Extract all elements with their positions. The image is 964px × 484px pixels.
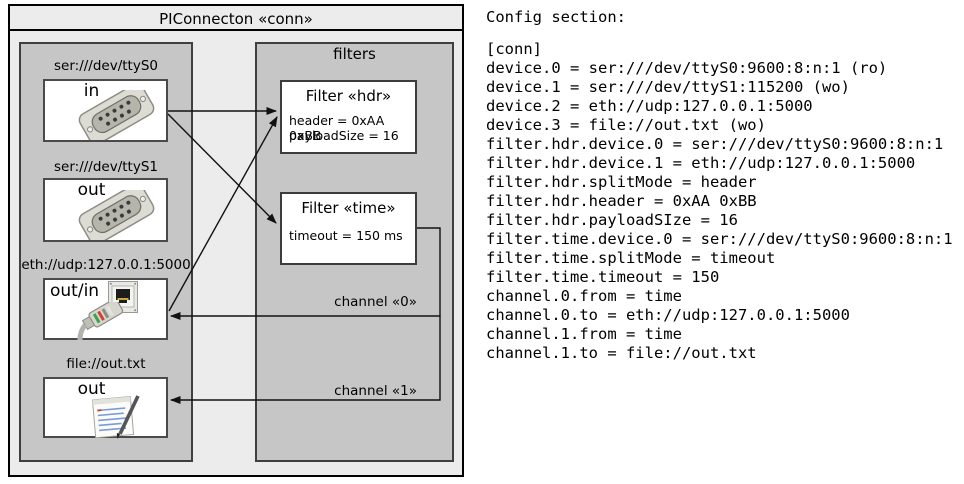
- serial-connector-icon: [78, 190, 155, 240]
- config-line: device.3 = file://out.txt (wo): [486, 116, 766, 134]
- config-line: filter.hdr.device.1 = eth://udp:127.0.0.…: [486, 154, 916, 172]
- port-label: in: [83, 81, 100, 101]
- config-line: filter.hdr.device.0 = ser:///dev/ttyS0:9…: [486, 135, 944, 153]
- port-label: out/in: [50, 281, 100, 301]
- channel-0-label: channel «0»: [334, 294, 417, 310]
- config-line: channel.0.from = time: [486, 287, 682, 305]
- config-line: [conn]: [486, 40, 542, 58]
- config-line: channel.1.from = time: [486, 325, 682, 343]
- serial-connector-icon: [78, 90, 155, 140]
- filter-time-title: Filter «time»: [301, 199, 396, 217]
- config-lines: [conn]device.0 = ser:///dev/ttyS0:9600:8…: [486, 40, 953, 363]
- config-line: device.2 = eth://udp:127.0.0.1:5000: [486, 97, 813, 115]
- device-card-ttys1: out: [43, 178, 168, 242]
- device-label-ttys0: ser:///dev/ttyS0: [54, 58, 158, 74]
- filter-box-hdr: Filter «hdr» header = 0xAA 0xBB payloadS…: [280, 80, 417, 154]
- config-heading: Config section:: [486, 8, 626, 26]
- config-line: channel.1.to = file://out.txt: [486, 344, 757, 362]
- config-line: device.1 = ser:///dev/ttyS1:115200 (wo): [486, 78, 850, 96]
- filters-panel-label: filters: [333, 45, 376, 63]
- device-label-file: file://out.txt: [66, 356, 146, 372]
- port-label: out: [77, 180, 106, 200]
- device-label-eth: eth://udp:127.0.0.1:5000: [21, 257, 191, 273]
- filter-box-time: Filter «time» timeout = 150 ms: [280, 192, 417, 265]
- config-line: filter.hdr.splitMode = header: [486, 173, 757, 191]
- filter-time-param-timeout: timeout = 150 ms: [289, 228, 403, 243]
- config-line: channel.0.to = eth://udp:127.0.0.1:5000: [486, 306, 850, 324]
- device-card-ttys0: in: [43, 79, 168, 142]
- device-card-eth: out/in: [43, 278, 168, 340]
- filter-hdr-title: Filter «hdr»: [305, 87, 392, 105]
- diagram-title: PIConnecton «conn»: [159, 10, 313, 28]
- filter-hdr-param-header: header = 0xAA 0xBB: [289, 113, 385, 143]
- config-line: filter.time.timeout = 150: [486, 268, 720, 286]
- filter-hdr-param-payload: payloadSize = 16: [289, 128, 399, 143]
- device-card-file: out: [43, 377, 168, 439]
- device-label-ttys1: ser:///dev/ttyS1: [54, 159, 158, 175]
- config-line: device.0 = ser:///dev/ttyS0:9600:8:n:1 (…: [486, 59, 888, 77]
- config-line: filter.hdr.payloadSIze = 16: [486, 211, 738, 229]
- port-label: out: [77, 379, 106, 399]
- channel-1-label: channel «1»: [334, 383, 417, 399]
- ethernet-cable-icon: [77, 302, 124, 340]
- config-line: filter.time.device.0 = ser:///dev/ttyS0:…: [486, 230, 953, 248]
- notepad-icon: [91, 395, 140, 439]
- config-line: filter.time.splitMode = timeout: [486, 249, 776, 267]
- config-line: filter.hdr.header = 0xAA 0xBB: [486, 192, 757, 210]
- title-separator: [10, 29, 462, 31]
